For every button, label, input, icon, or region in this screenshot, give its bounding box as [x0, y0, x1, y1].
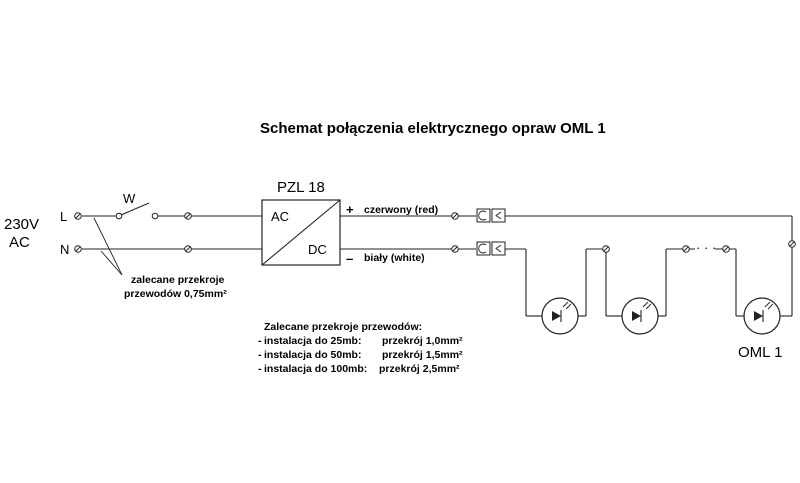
positive-connector: [476, 208, 506, 223]
minus-symbol: –: [346, 251, 353, 266]
return-terminal: [788, 240, 796, 248]
fixture-label: OML 1: [738, 344, 782, 361]
fixture-2-terminal: [602, 245, 610, 253]
fixture-3-terminal-a: [682, 245, 690, 253]
rec-install-1: instalacja do 25mb:: [264, 335, 361, 347]
rec-install-2: instalacja do 50mb:: [264, 349, 361, 361]
line-label: L: [60, 209, 67, 224]
neutral-label: N: [60, 242, 69, 257]
plus-symbol: +: [346, 202, 354, 217]
recommendations-heading: Zalecane przekroje przewodów:: [264, 321, 422, 333]
rec-bullet-3: -: [258, 363, 262, 375]
rec-install-3: instalacja do 100mb:: [264, 363, 367, 375]
rec-bullet-1: -: [258, 335, 262, 347]
switch-w: [115, 202, 159, 220]
continuation-dots: · · ·: [696, 240, 716, 255]
neutral-mid-terminal: [184, 245, 192, 253]
neutral-input-terminal: [74, 245, 82, 253]
supply-voltage-label: 230V: [4, 216, 39, 233]
wire-note-line2: przewodów 0,75mm²: [124, 288, 227, 300]
driver-name: PZL 18: [277, 179, 325, 196]
negative-terminal: [451, 245, 459, 253]
fixture-3-terminal-b: [722, 245, 730, 253]
rec-section-2: przekrój 1,5mm²: [382, 349, 463, 361]
driver-output-label: DC: [308, 242, 327, 257]
negative-connector: [476, 241, 506, 256]
white-wire-label: biały (white): [364, 252, 425, 264]
red-wire-label: czerwony (red): [364, 204, 438, 216]
rec-section-3: przekrój 2,5mm²: [379, 363, 460, 375]
fixture-3: [743, 297, 781, 335]
line-input-terminal: [74, 212, 82, 220]
driver-input-label: AC: [271, 209, 289, 224]
wire-note-line1: zalecane przekroje: [131, 274, 225, 286]
rec-bullet-2: -: [258, 349, 262, 361]
driver-box: [261, 199, 341, 266]
wire-note-pointers: [93, 217, 123, 276]
diagram-title: Schemat połączenia elektrycznego opraw O…: [260, 120, 606, 137]
supply-type-label: AC: [9, 234, 30, 251]
line-switch-terminal: [184, 212, 192, 220]
fixture-2: [621, 297, 659, 335]
fixture-1: [541, 297, 579, 335]
series-loop: [525, 216, 793, 317]
rec-section-1: przekrój 1,0mm²: [382, 335, 463, 347]
positive-terminal: [451, 212, 459, 220]
switch-label: W: [123, 191, 136, 206]
